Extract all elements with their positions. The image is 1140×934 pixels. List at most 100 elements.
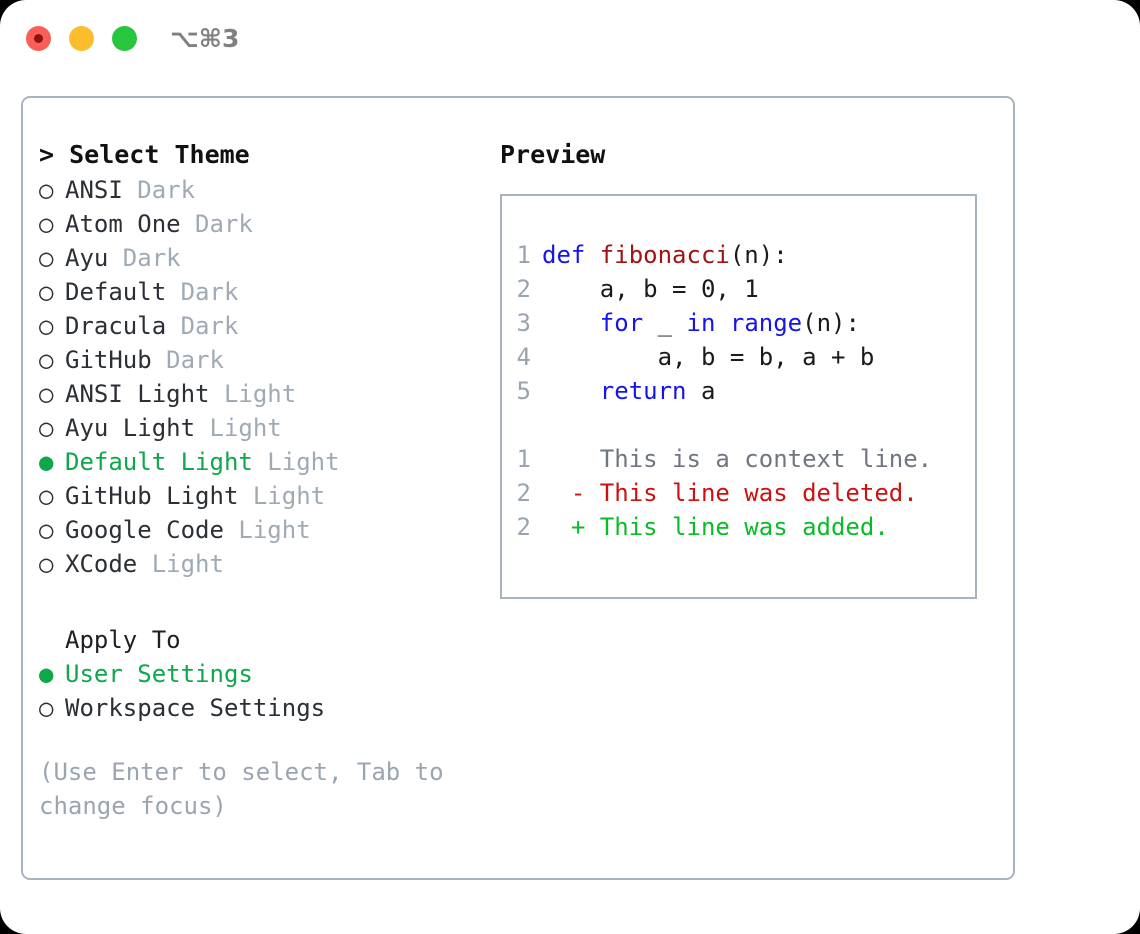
theme-name-label: Ayu Light [65, 414, 210, 442]
theme-name-label: XCode [65, 550, 152, 578]
theme-category-label: Light [267, 448, 340, 476]
theme-category-label: Dark [122, 244, 181, 272]
diff-line-number: 2 [516, 513, 531, 541]
radio-unselected-icon[interactable]: ○ [39, 380, 54, 408]
theme-category-label: Light [223, 380, 297, 408]
diff-sample: 1 This is a context line.2 - This line w… [502, 442, 975, 544]
theme-selector-column: > Select Theme ○ANSI Dark○Atom One Dark○… [39, 137, 489, 823]
theme-list-item[interactable]: ○ Atom One Dark [39, 207, 489, 241]
radio-selected-icon[interactable]: ● [39, 448, 54, 476]
theme-category-label: Dark [195, 210, 253, 238]
code-token-keyword: return [542, 377, 687, 405]
theme-list-item[interactable]: ○ ANSI Light Light [39, 377, 489, 411]
code-line-number: 3 [516, 309, 531, 337]
code-token-function: fibonacci [599, 241, 730, 269]
apply-to-option[interactable]: ○Workspace Settings [39, 691, 489, 725]
theme-list-item[interactable]: ○ ANSI Dark [39, 173, 489, 207]
code-sample: 1 def fibonacci(n): 2 a, b = 0, 1 3 for _ i… [502, 238, 975, 408]
code-line-content: def fibonacci(n): [542, 238, 788, 272]
theme-category-label: Light [151, 550, 224, 578]
diff-line-number: 2 [516, 479, 531, 507]
code-diff-separator [502, 408, 975, 442]
code-token-plain: (n): [802, 309, 860, 337]
keyboard-hint-text: (Use Enter to select, Tab to change focu… [39, 758, 459, 820]
radio-unselected-icon[interactable]: ○ [39, 516, 54, 544]
theme-name-label: GitHub [65, 346, 167, 374]
diff-line-content-context: This is a context line. [542, 445, 933, 473]
code-line-number: 2 [516, 275, 531, 303]
radio-unselected-icon[interactable]: ○ [39, 312, 54, 340]
theme-list-item[interactable]: ○Ayu Dark [39, 241, 489, 275]
apply-to-label: User Settings [65, 660, 253, 688]
radio-unselected-icon[interactable]: ○ [39, 346, 54, 374]
theme-name-label: Default Light [65, 448, 268, 476]
code-line-number: 4 [516, 343, 531, 371]
theme-name-label: Atom One [65, 210, 196, 238]
code-line: 1 def fibonacci(n): [502, 238, 975, 272]
main-panel: > Select Theme ○ANSI Dark○Atom One Dark○… [21, 96, 1015, 880]
theme-list-item[interactable]: ○Default Dark [39, 275, 489, 309]
apply-to-option[interactable]: ● User Settings [39, 657, 489, 691]
code-token-plain: a, b = 0, 1 [542, 275, 759, 303]
code-token-plain: (n): [729, 241, 788, 269]
code-line-content: for _ in range(n): [542, 306, 860, 340]
code-token-keyword: for [542, 309, 644, 337]
theme-list-item[interactable]: ○ GitHub Dark [39, 343, 489, 377]
diff-line-content-added: + This line was added. [542, 513, 889, 541]
radio-unselected-icon[interactable]: ○ [39, 176, 54, 204]
code-line: 3 for _ in range(n): [502, 306, 975, 340]
close-window-icon[interactable] [26, 26, 51, 51]
theme-list-item[interactable]: ○ Google Code Light [39, 513, 489, 547]
theme-list-item[interactable]: ○ Dracula Dark [39, 309, 489, 343]
theme-list-item[interactable]: ● Default Light Light [39, 445, 489, 479]
window-controls [26, 26, 137, 51]
code-line-number: 5 [516, 377, 531, 405]
theme-category-label: Light [209, 414, 282, 442]
radio-unselected-icon[interactable]: ○ [39, 210, 54, 238]
maximize-window-icon[interactable] [112, 26, 137, 51]
radio-unselected-icon[interactable]: ○ [39, 244, 54, 272]
theme-name-label: Dracula [65, 312, 181, 340]
theme-list-item[interactable]: ○ XCode Light [39, 547, 489, 581]
code-token-plain: a, b = b, a + b [542, 343, 875, 371]
diff-line-content-deleted: - This line was deleted. [542, 479, 918, 507]
code-line-content: a, b = 0, 1 [542, 272, 759, 306]
code-token-builtin: range [729, 309, 803, 337]
theme-category-label: Dark [137, 176, 196, 204]
theme-category-label: Light [238, 516, 311, 544]
radio-unselected-icon[interactable]: ○ [39, 482, 54, 510]
window-title-shortcut: ⌥⌘3 [170, 24, 240, 53]
radio-selected-icon[interactable]: ● [39, 660, 54, 688]
theme-list-item[interactable]: ○ GitHub Light Light [39, 479, 489, 513]
diff-line: 1 This is a context line. [502, 442, 975, 476]
theme-category-label: Dark [180, 312, 239, 340]
code-line: 5 return a [502, 374, 975, 408]
theme-category-label: Dark [166, 346, 224, 374]
apply-to-header: Apply To [65, 626, 181, 654]
hint-spacer [39, 725, 489, 755]
section-spacer [39, 581, 489, 623]
code-token-plain: _ [643, 309, 687, 337]
theme-category-label: Light [252, 482, 326, 510]
theme-name-label: Google Code [65, 516, 239, 544]
radio-unselected-icon[interactable]: ○ [39, 694, 54, 722]
code-line-number: 1 [516, 241, 531, 269]
radio-unselected-icon[interactable]: ○ [39, 278, 54, 306]
minimize-window-icon[interactable] [69, 26, 94, 51]
preview-header: Preview [500, 140, 606, 169]
theme-list-item[interactable]: ○ Ayu Light Light [39, 411, 489, 445]
theme-list[interactable]: ○ANSI Dark○Atom One Dark○Ayu Dark○Defaul… [39, 173, 489, 581]
radio-unselected-icon[interactable]: ○ [39, 550, 54, 578]
theme-name-label: GitHub Light [65, 482, 253, 510]
diff-line: 2 - This line was deleted. [502, 476, 975, 510]
theme-category-label: Dark [180, 278, 239, 306]
diff-line: 2 + This line was added. [502, 510, 975, 544]
theme-name-label: ANSI [65, 176, 138, 204]
apply-to-list[interactable]: ● User Settings ○Workspace Settings [39, 657, 489, 725]
code-token-plain: a [686, 377, 716, 405]
theme-name-label: ANSI Light [65, 380, 224, 408]
window-titlebar: ⌥⌘3 [0, 0, 1140, 78]
preview-box: 1 def fibonacci(n): 2 a, b = 0, 1 3 for _ i… [500, 194, 977, 599]
code-line-content: return a [542, 374, 716, 408]
radio-unselected-icon[interactable]: ○ [39, 414, 54, 442]
